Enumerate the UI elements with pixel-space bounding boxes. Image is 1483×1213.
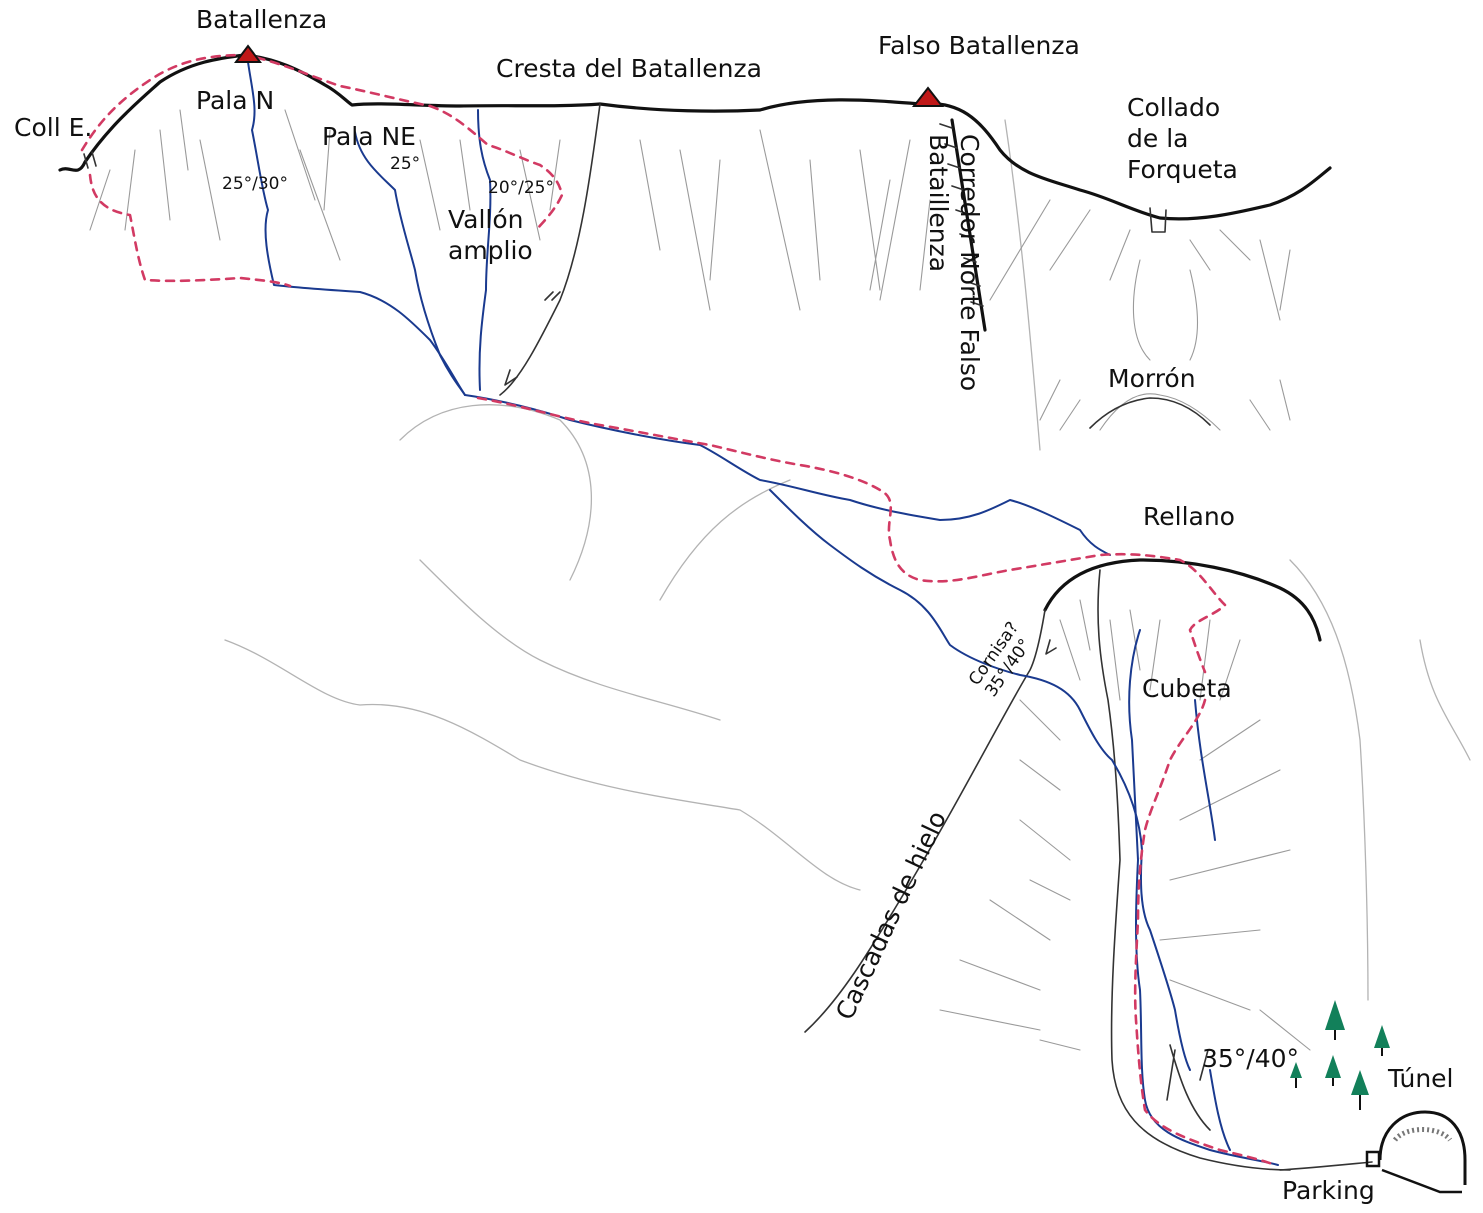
slope-hachures	[89, 109, 1311, 1051]
label-pala-n: Pala N	[196, 86, 275, 115]
summit-falso-batallenza-icon	[911, 86, 945, 107]
pine-tree-icon	[1374, 1025, 1390, 1056]
arrow-icon	[1045, 639, 1057, 655]
label-pala-ne: Pala NE	[322, 122, 416, 151]
pine-tree-icon	[1290, 1062, 1302, 1088]
label-slope-20-25: 20°/25°	[488, 178, 554, 198]
cubeta-bowl	[804, 558, 1373, 1171]
label-cubeta: Cubeta	[1142, 674, 1232, 703]
label-vallon-amplio: Vallón amplio	[448, 205, 533, 265]
label-slope-35-40: 35°/40°	[1202, 1044, 1300, 1073]
label-morron: Morrón	[1108, 364, 1196, 393]
ski-route	[247, 61, 1279, 1166]
label-batallenza: Batallenza	[196, 5, 328, 34]
tunnel-portal-icon	[1378, 1110, 1467, 1194]
label-slope-25-30: 25°/30°	[222, 174, 288, 194]
summit-batallenza-icon	[234, 44, 262, 63]
parking-marker-icon	[1365, 1150, 1381, 1168]
main-ridge	[58, 53, 1332, 396]
label-parking: Parking	[1282, 1176, 1375, 1205]
label-falso-batallenza: Falso Batallenza	[878, 31, 1080, 60]
pine-tree-icon	[1325, 1055, 1341, 1086]
label-coll-e: Coll E.	[14, 113, 93, 142]
valley-outlines	[224, 119, 1471, 1001]
label-collado-forqueta: Collado de la Forqueta	[1127, 93, 1238, 184]
pine-tree-icon	[1351, 1070, 1369, 1110]
label-slope-25: 25°	[390, 154, 421, 174]
walk-route	[80, 53, 1277, 1167]
label-cresta: Cresta del Batallenza	[496, 54, 762, 83]
label-rellano: Rellano	[1143, 502, 1235, 531]
label-tunel: Túnel	[1388, 1064, 1454, 1093]
arrow-icon	[504, 369, 518, 386]
label-corredor-norte: Corredor Norte Falso Bataillenza	[924, 134, 984, 392]
pine-tree-icon	[1325, 1000, 1345, 1040]
